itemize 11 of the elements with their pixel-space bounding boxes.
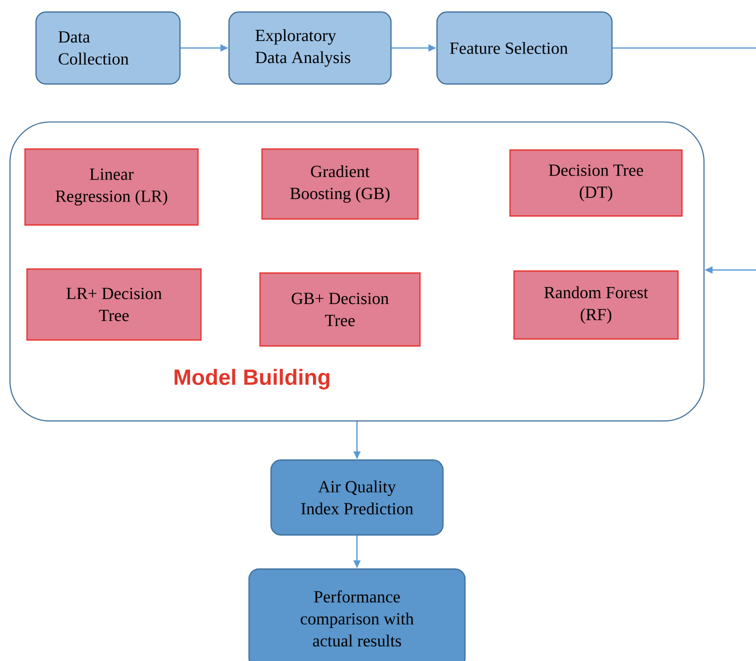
model-box: LR+ Decision Tree: [26, 268, 202, 341]
process-box: Feature Selection: [436, 11, 613, 85]
model-box: Linear Regression (LR): [24, 148, 199, 226]
process-box: Data Collection: [35, 11, 181, 85]
model-box: Gradient Boosting (GB): [261, 148, 419, 220]
model-box: GB+ Decision Tree: [259, 272, 421, 347]
model-box: Decision Tree (DT): [509, 149, 683, 217]
process-box: Air Quality Index Prediction: [270, 459, 444, 536]
process-box: Performance comparison with actual results: [248, 568, 466, 661]
process-box: Exploratory Data Analysis: [228, 11, 392, 85]
model-box: Random Forest (RF): [513, 270, 679, 340]
